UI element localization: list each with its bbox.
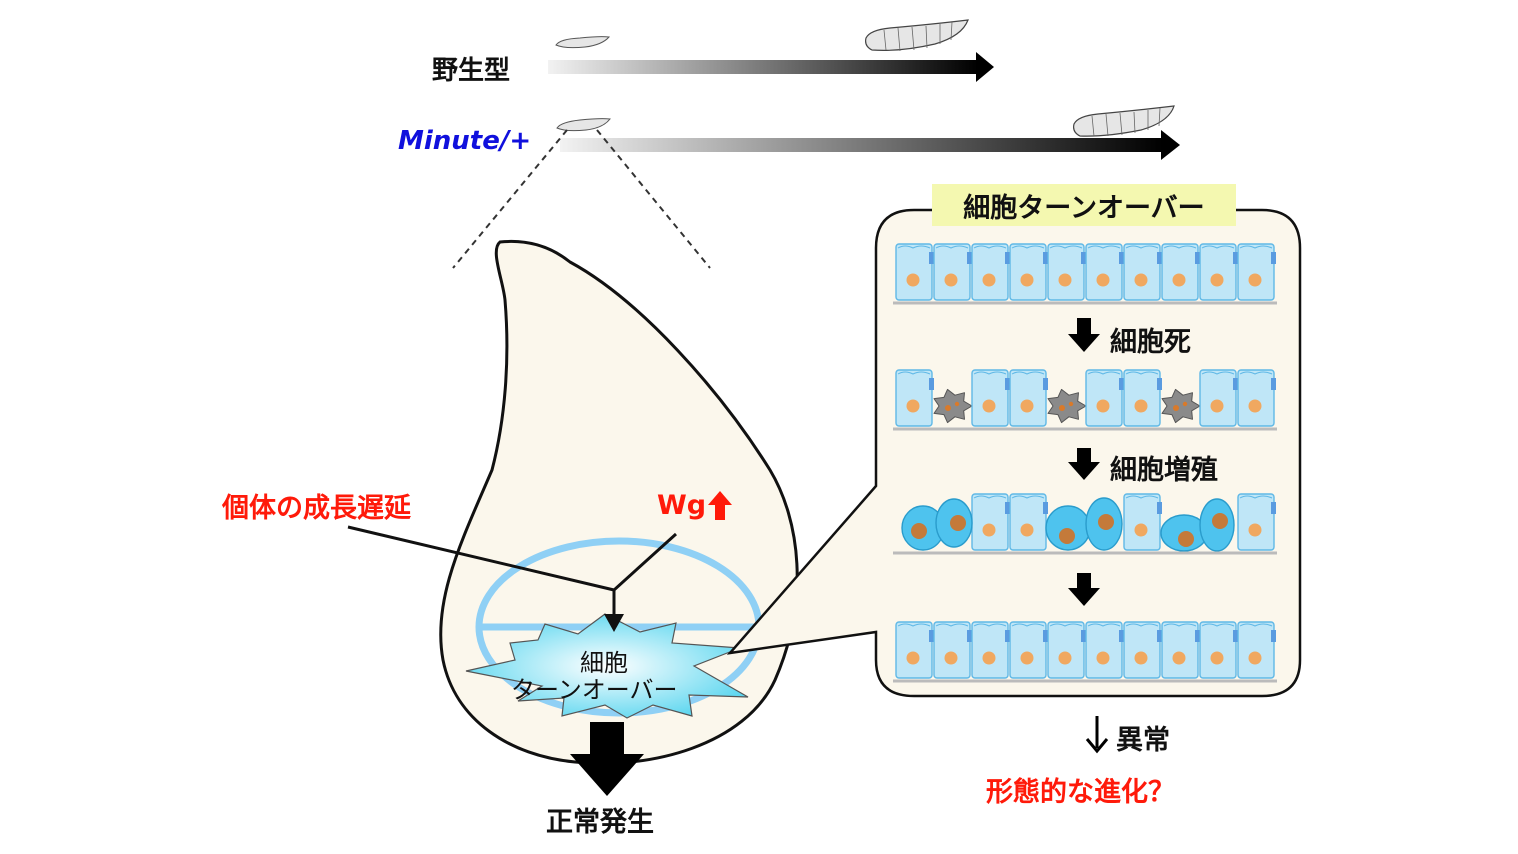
dividing-cell: [935, 498, 973, 548]
epithelial-cell: [971, 493, 1010, 551]
epithelium-row-normal: [893, 243, 1277, 305]
merge-arrowhead: [604, 614, 624, 632]
wg-up-arrow-icon: [708, 491, 732, 520]
larva-large-minute-icon: [1073, 105, 1175, 137]
epithelium-row-restored: [893, 621, 1277, 683]
restored-arrow-icon: [1068, 573, 1100, 606]
epithelial-cell: [1237, 621, 1276, 679]
apoptotic-cell: [933, 388, 973, 424]
normal-development-label: 正常発生: [546, 807, 654, 838]
cell-death-label: 細胞死: [1110, 327, 1191, 358]
zoom-line-right: [596, 129, 711, 269]
epithelial-cell: [1237, 243, 1276, 301]
epithelial-cell: [1237, 369, 1276, 427]
minute-arrow: [560, 130, 1180, 160]
epithelial-cell: [1123, 243, 1162, 301]
epithelial-cell: [1199, 369, 1238, 427]
epithelial-cell: [1237, 493, 1276, 551]
wild-type-arrow: [548, 52, 994, 82]
larva-small-wild-type-icon: [555, 36, 611, 49]
abnormal-arrow-icon: [1085, 716, 1109, 754]
epithelial-cell: [1161, 621, 1200, 679]
center-turnover-line2: ターンオーバー: [511, 676, 678, 704]
epithelium-row-proliferation: [893, 493, 1277, 555]
turnover-burst: [465, 613, 749, 719]
epithelium-row-cell-death: [893, 369, 1277, 431]
epithelial-cell: [1009, 493, 1048, 551]
epithelial-cell: [933, 243, 972, 301]
epithelial-cell: [1199, 243, 1238, 301]
cell-proliferation-label: 細胞増殖: [1110, 455, 1218, 486]
epithelial-cell: [971, 621, 1010, 679]
epithelial-cell: [1085, 369, 1124, 427]
abnormal-label: 異常: [1116, 725, 1170, 756]
epithelial-cell: [1085, 621, 1124, 679]
wg-label: Wg: [657, 490, 707, 521]
larva-large-wild-type-icon: [865, 19, 969, 52]
turnover-title: 細胞ターンオーバー: [932, 184, 1236, 226]
epithelial-cell: [895, 369, 934, 427]
evolution-question-label: 形態的な進化？: [986, 777, 1175, 808]
dividing-cell: [1045, 505, 1091, 551]
turnover-panel: [726, 208, 1302, 698]
center-turnover-line1: 細胞: [580, 649, 628, 677]
epithelial-cell: [895, 243, 934, 301]
epithelial-cell: [1161, 243, 1200, 301]
growth-delay-line: [347, 525, 615, 592]
dividing-cell: [1199, 498, 1235, 552]
growth-delay-label: 個体の成長遅延: [222, 493, 411, 524]
epithelial-cell: [971, 369, 1010, 427]
epithelial-cell: [1009, 621, 1048, 679]
wg-line: [612, 532, 678, 618]
cell-death-arrow-icon: [1068, 318, 1100, 352]
apoptotic-cell: [1161, 388, 1201, 424]
epithelial-cell: [1047, 243, 1086, 301]
epithelial-cell: [1009, 369, 1048, 427]
minute-label: Minute/+: [398, 126, 532, 156]
epithelial-cell: [1199, 621, 1238, 679]
apoptotic-cell: [1047, 388, 1087, 424]
normal-development-arrow: [570, 722, 644, 796]
larva-small-minute-icon: [556, 118, 611, 132]
zoom-line-left: [452, 129, 568, 269]
dividing-cell: [1085, 497, 1123, 551]
epithelial-cell: [1085, 243, 1124, 301]
cell-proliferation-arrow-icon: [1068, 448, 1100, 480]
wild-type-label: 野生型: [432, 56, 511, 86]
epithelial-cell: [1123, 369, 1162, 427]
epithelial-cell: [1123, 493, 1162, 551]
epithelial-cell: [933, 621, 972, 679]
epithelial-cell: [971, 243, 1010, 301]
epithelial-cell: [1123, 621, 1162, 679]
epithelial-cell: [1009, 243, 1048, 301]
epithelial-cell: [1047, 621, 1086, 679]
epithelial-cell: [895, 621, 934, 679]
